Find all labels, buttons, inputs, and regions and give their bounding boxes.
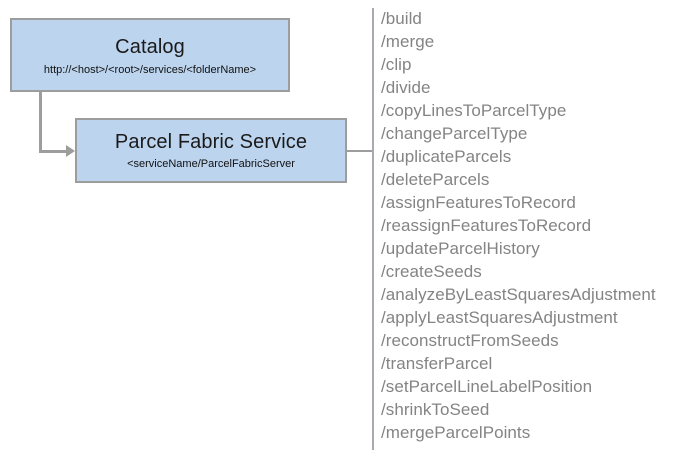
operation-item[interactable]: /changeParcelType: [381, 124, 528, 143]
operations-spine-line: [372, 8, 374, 450]
node-catalog[interactable]: Catalog http://<host>/<root>/services/<f…: [10, 18, 290, 92]
operation-item[interactable]: /build: [381, 9, 422, 28]
operation-item[interactable]: /createSeeds: [381, 262, 482, 281]
connector-catalog-horizontal: [39, 150, 69, 153]
operation-item[interactable]: /applyLeastSquaresAdjustment: [381, 308, 618, 327]
node-catalog-url: http://<host>/<root>/services/<folderNam…: [43, 64, 257, 76]
operation-item[interactable]: /merge: [381, 32, 435, 51]
operation-item[interactable]: /copyLinesToParcelType: [381, 101, 567, 120]
operation-item[interactable]: /shrinkToSeed: [381, 400, 490, 419]
operation-item[interactable]: /deleteParcels: [381, 170, 490, 189]
arrowhead-icon: [66, 145, 75, 157]
operation-item[interactable]: /transferParcel: [381, 354, 493, 373]
operation-item[interactable]: /mergeParcelPoints: [381, 423, 531, 442]
connector-service-to-operations: [347, 150, 374, 152]
operation-item[interactable]: /reassignFeaturesToRecord: [381, 216, 592, 235]
node-parcel-fabric-service-path: <serviceName/ParcelFabricServer: [127, 158, 295, 170]
connector-catalog-vertical: [39, 92, 42, 153]
operation-item[interactable]: /divide: [381, 78, 431, 97]
operation-item[interactable]: /clip: [381, 55, 412, 74]
operation-item[interactable]: /updateParcelHistory: [381, 239, 540, 258]
operation-item[interactable]: /setParcelLineLabelPosition: [381, 377, 593, 396]
node-parcel-fabric-service-title: Parcel Fabric Service: [114, 131, 308, 153]
operation-item[interactable]: /reconstructFromSeeds: [381, 331, 559, 350]
node-catalog-title: Catalog: [115, 36, 185, 58]
operations-list: /build/merge/clip/divide/copyLinesToParc…: [381, 7, 686, 444]
operation-item[interactable]: /analyzeByLeastSquaresAdjustment: [381, 285, 656, 304]
node-parcel-fabric-service[interactable]: Parcel Fabric Service <serviceName/Parce…: [75, 118, 347, 183]
operation-item[interactable]: /duplicateParcels: [381, 147, 512, 166]
operation-item[interactable]: /assignFeaturesToRecord: [381, 193, 576, 212]
